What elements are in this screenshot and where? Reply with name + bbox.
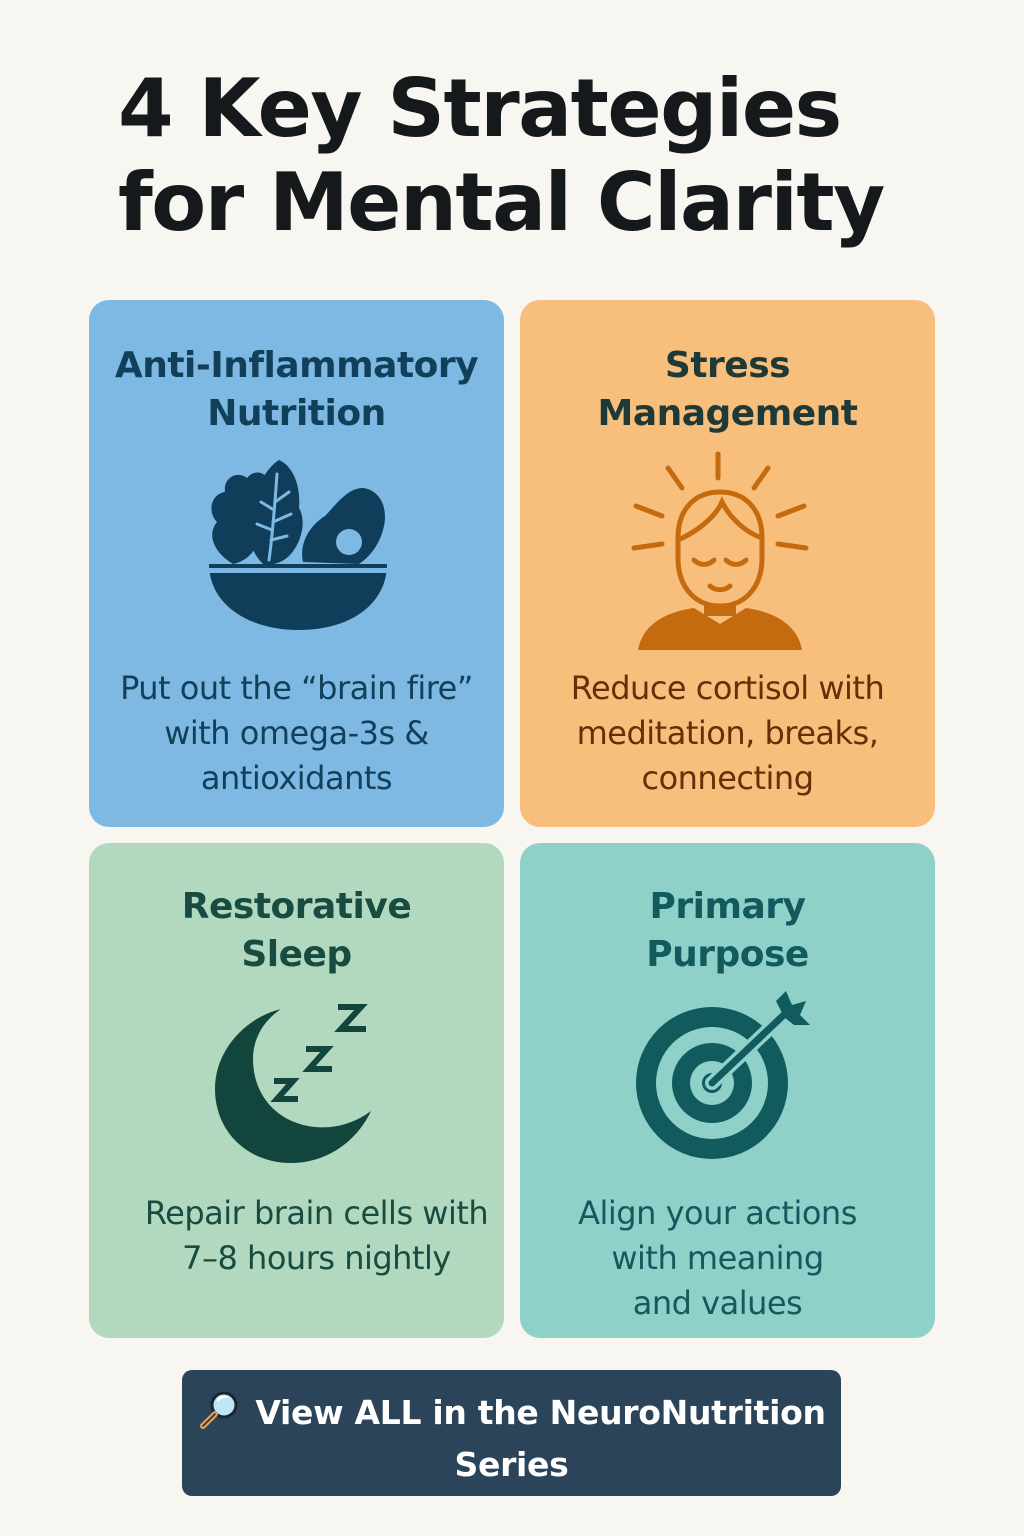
card-description-line: Put out the “brain fire” — [120, 669, 473, 707]
card-description-line: with meaning — [611, 1239, 824, 1277]
card-description-line: Reduce cortisol with — [570, 669, 885, 707]
card-title: Primary Purpose — [530, 883, 925, 979]
magnifier-icon — [197, 1390, 241, 1442]
moon-sleep-icon — [209, 1001, 379, 1166]
card-description: Put out the “brain fire” with omega-3s &… — [99, 666, 494, 801]
card-description: Align your actions with meaning and valu… — [530, 1191, 905, 1326]
view-all-series-button[interactable]: View ALL in the NeuroNutrition Series — [182, 1370, 841, 1496]
card-description: Repair brain cells with 7–8 hours nightl… — [129, 1191, 504, 1281]
card-description-line: Align your actions — [578, 1194, 857, 1232]
card-primary-purpose: Primary Purpose Align your actions with … — [520, 843, 935, 1338]
salad-bowl-icon — [203, 452, 393, 632]
card-title: Anti-Inflammatory Nutrition — [99, 342, 494, 438]
card-description-line: with omega-3s & — [164, 714, 429, 752]
card-anti-inflammatory-nutrition: Anti-Inflammatory Nutrition — [89, 300, 504, 827]
page-title-line1: 4 Key Strategies — [118, 62, 842, 155]
card-description-line: meditation, breaks, — [576, 714, 879, 752]
card-stress-management: Stress Management — [520, 300, 935, 827]
cta-line-1: View ALL in the NeuroNutrition — [182, 1390, 841, 1442]
card-title: Restorative Sleep — [99, 883, 494, 979]
card-title: Stress Management — [530, 342, 925, 438]
card-title-line: Sleep — [241, 934, 352, 975]
card-title-line: Purpose — [646, 934, 809, 975]
cta-label-line1: View ALL in the NeuroNutrition — [255, 1393, 826, 1432]
card-description: Reduce cortisol with meditation, breaks,… — [530, 666, 925, 801]
page-title: 4 Key Strategies for Mental Clarity — [118, 62, 978, 250]
card-description-line: and values — [632, 1284, 803, 1322]
cta-label-line2: Series — [454, 1445, 569, 1484]
card-title-line: Management — [597, 393, 859, 434]
card-description-line: antioxidants — [200, 759, 393, 797]
target-arrow-icon — [634, 991, 814, 1171]
card-description-line: connecting — [641, 759, 814, 797]
card-title-line: Stress — [664, 345, 791, 386]
card-description-line: Repair brain cells with — [144, 1194, 489, 1232]
card-restorative-sleep: Restorative Sleep Repair brain cells wit… — [89, 843, 504, 1338]
card-description-line: 7–8 hours nightly — [182, 1239, 451, 1277]
card-title-line: Anti-Inflammatory — [114, 345, 479, 386]
card-title-line: Primary — [649, 886, 806, 927]
card-title-line: Nutrition — [207, 393, 386, 434]
calm-person-icon — [622, 448, 822, 653]
card-title-line: Restorative — [181, 886, 412, 927]
page-title-line2: for Mental Clarity — [118, 156, 885, 249]
